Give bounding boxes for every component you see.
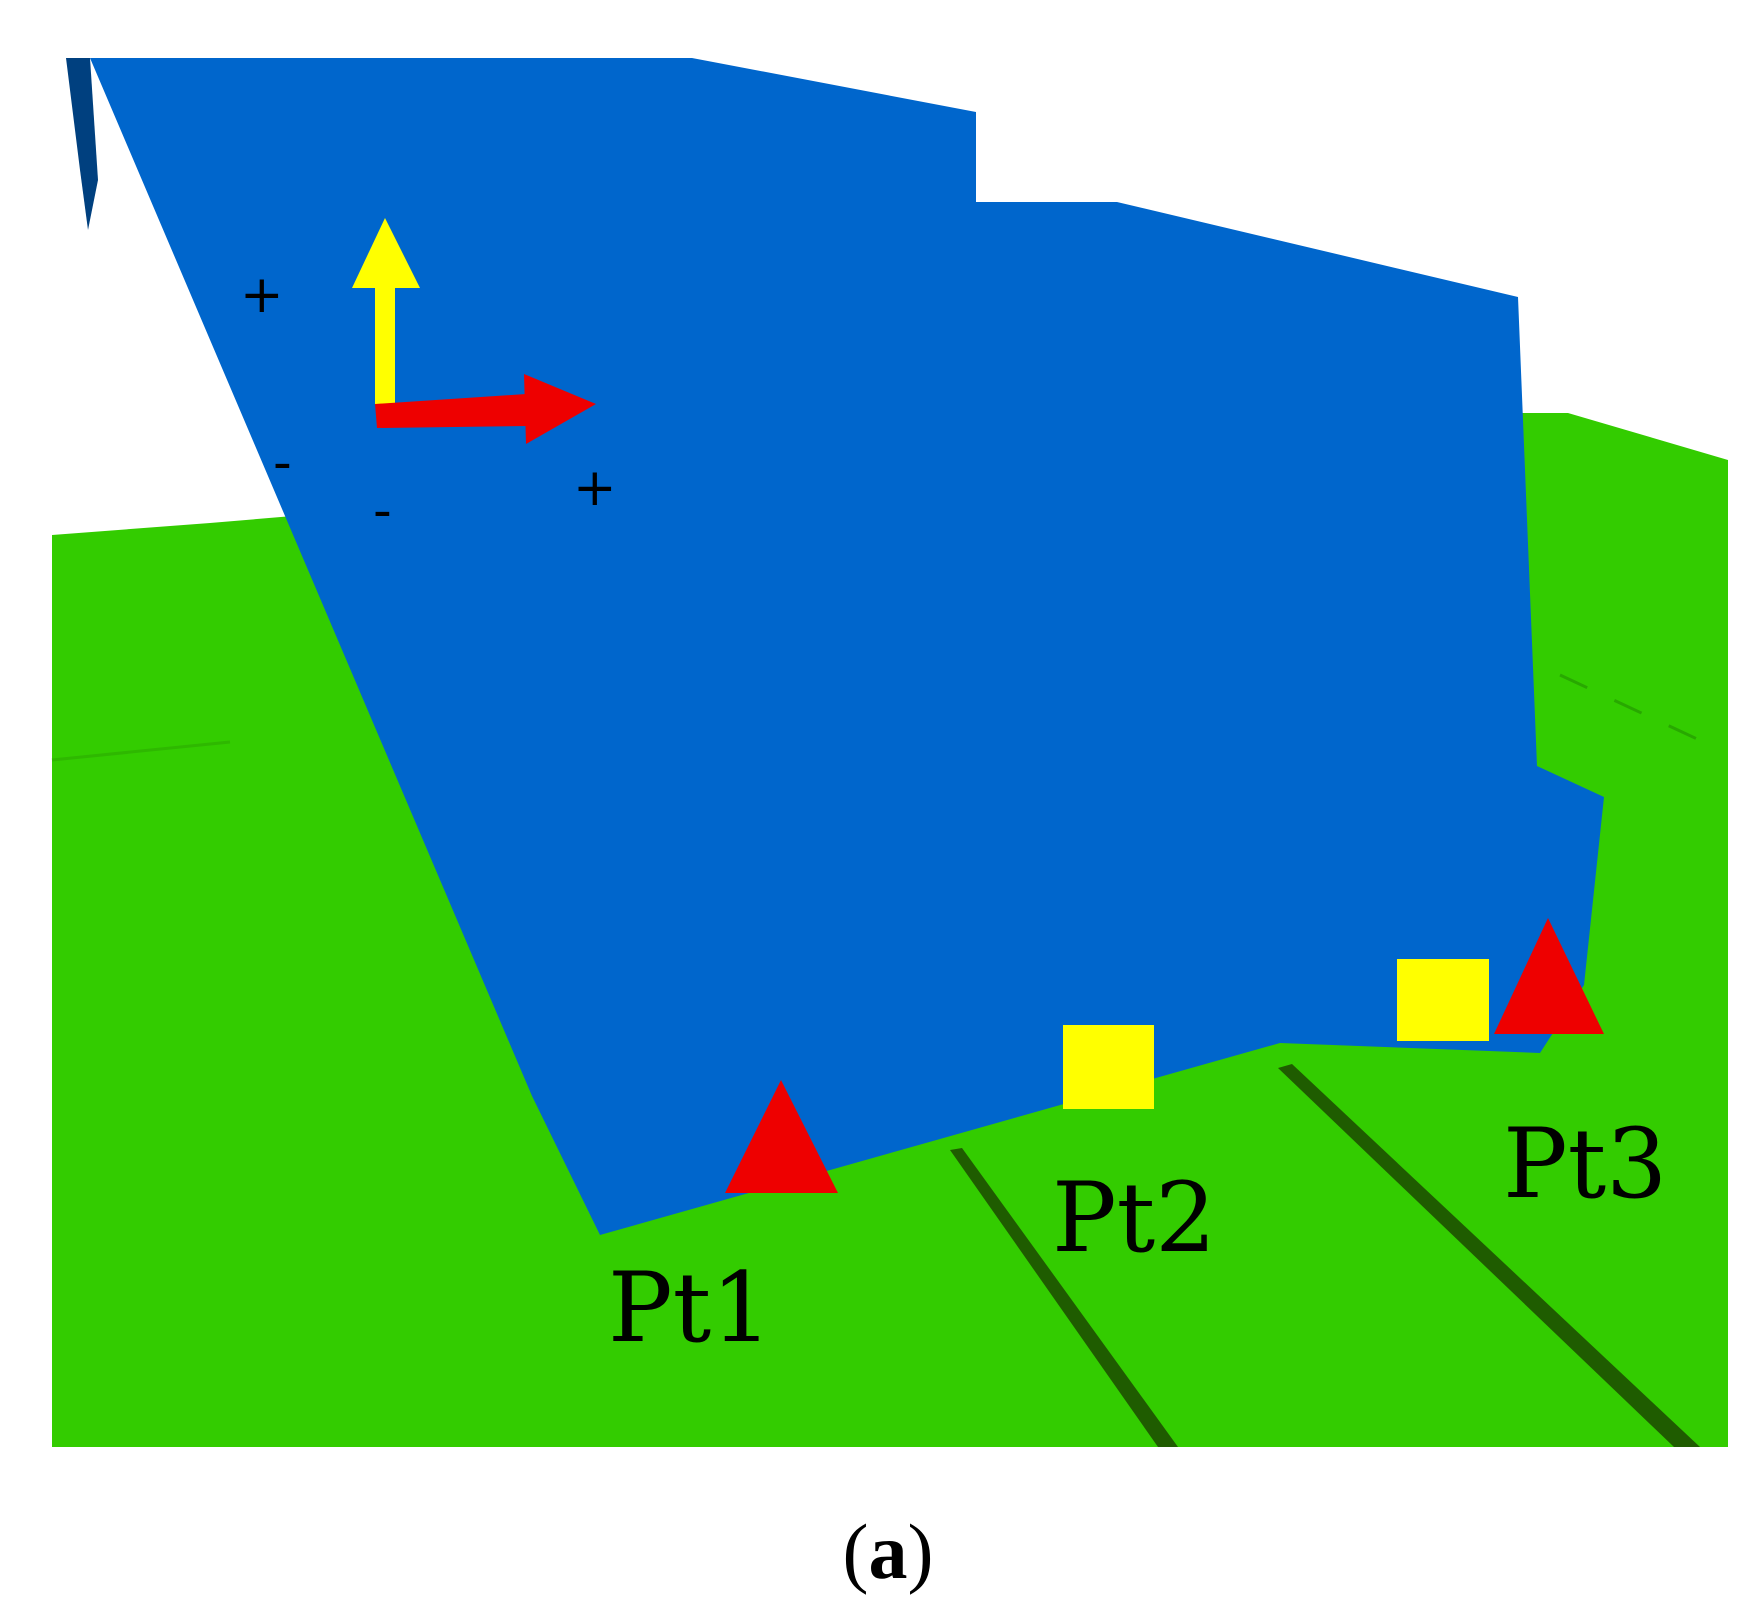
wall-block	[66, 58, 1604, 1235]
ground-groove-pt3	[1278, 1064, 1700, 1447]
triangle-marker-pt1	[725, 1080, 838, 1193]
point-label-pt3: Pt3	[1503, 1108, 1667, 1220]
caption-letter: a	[869, 1508, 908, 1595]
point-label-pt2: Pt2	[1052, 1162, 1216, 1274]
vertical-minus-sign: -	[273, 433, 292, 493]
caption-open-paren: (	[843, 1508, 869, 1595]
triangle-marker-pt3	[1494, 918, 1604, 1034]
square-marker-pt2	[1063, 1025, 1154, 1109]
ground-groove-pt2	[950, 1148, 1178, 1447]
vertical-axis-arrow-icon	[352, 218, 420, 405]
ground-seam-right	[1559, 673, 1711, 747]
horizontal-axis-arrow-icon	[375, 374, 596, 444]
wall-side-shadow	[66, 58, 98, 230]
ground-seam-left	[51, 740, 231, 762]
horizontal-minus-sign: -	[373, 481, 392, 541]
square-marker-pt3	[1397, 959, 1489, 1041]
caption-close-paren: )	[908, 1508, 934, 1595]
vertical-plus-sign: +	[240, 265, 284, 325]
horizontal-plus-sign: +	[573, 458, 617, 518]
point-label-pt1: Pt1	[608, 1252, 772, 1364]
figure-caption: (a)	[843, 1508, 934, 1595]
